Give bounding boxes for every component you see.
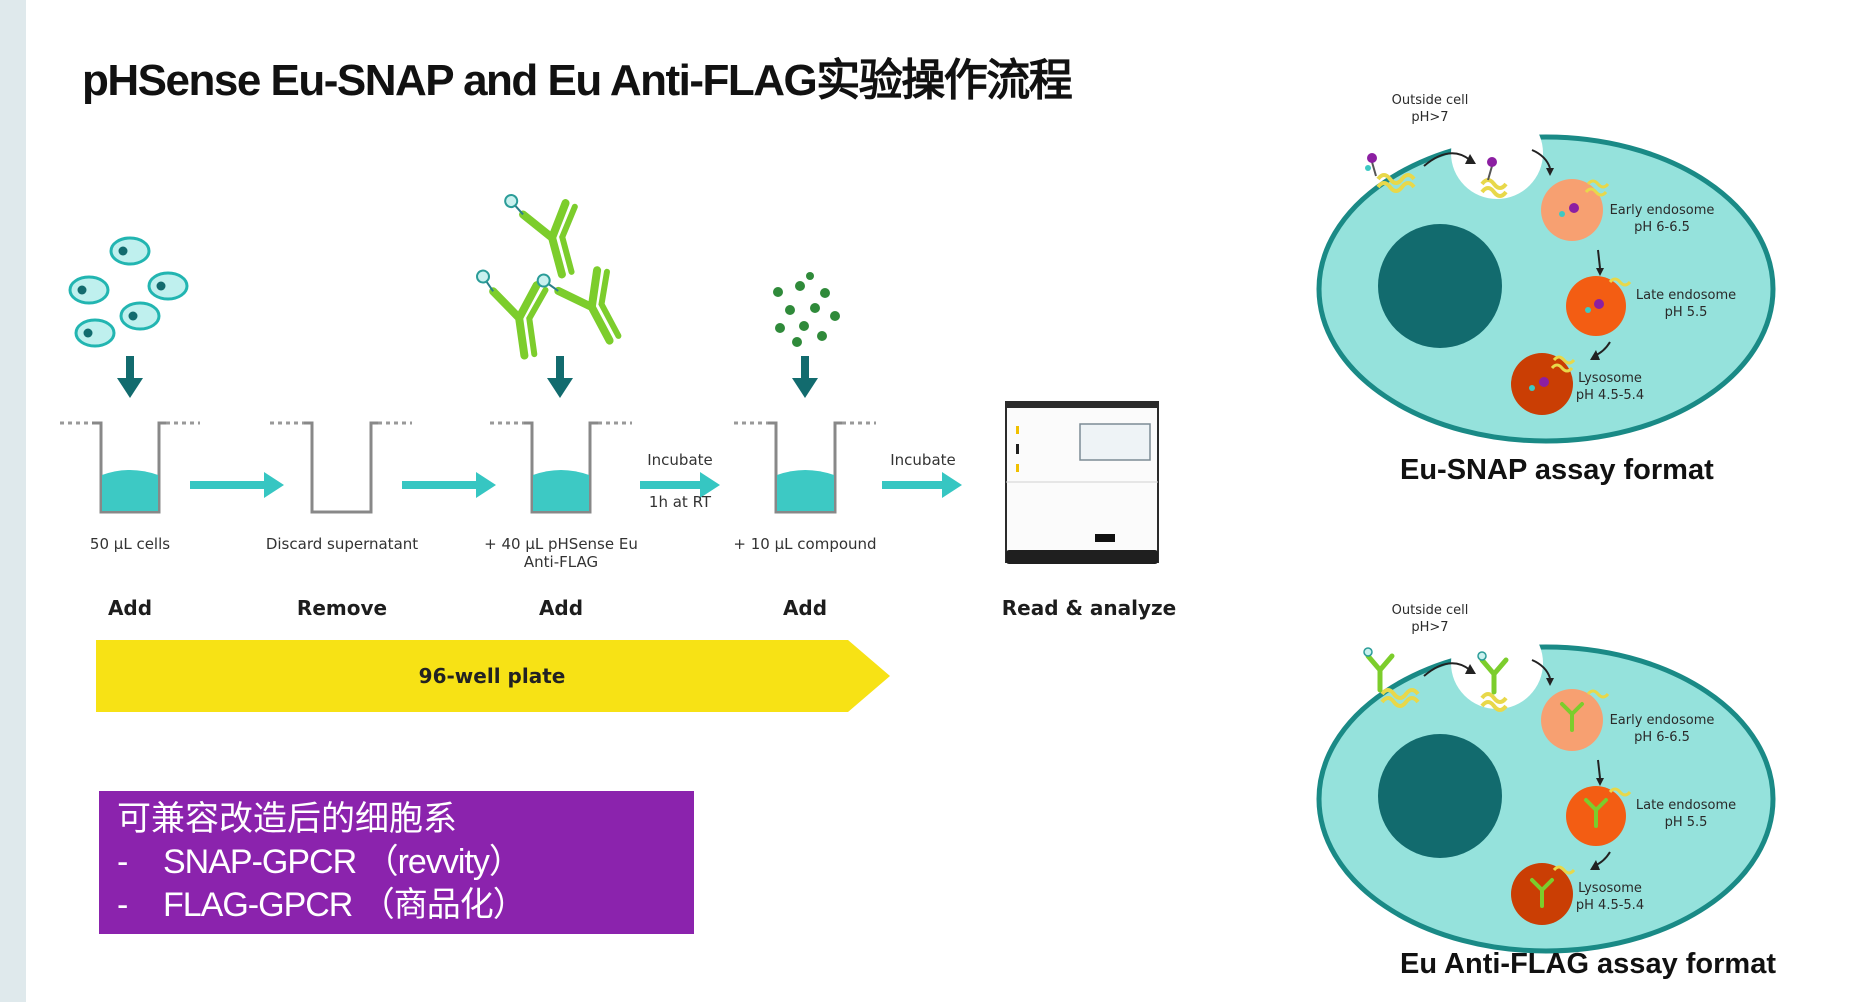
incubate-label-2: Incubate — [890, 451, 956, 469]
bullet-dash: - — [117, 843, 128, 881]
left-accent-stripe — [0, 0, 26, 1002]
lysosome-label: Lysosome — [1578, 881, 1642, 896]
outside-cell-label: Outside cell — [1392, 603, 1469, 618]
cell-opening — [1451, 617, 1543, 709]
antibody-receptor-icon — [1477, 651, 1509, 712]
outside-ph-label: pH>7 — [1411, 620, 1448, 635]
step-2-detail: Discard supernatant — [266, 535, 418, 553]
lysosome-label: Lysosome — [1578, 371, 1642, 386]
early-endosome-label: Early endosome — [1610, 713, 1715, 728]
late-endosome-label: Late endosome — [1636, 288, 1736, 303]
arrowhead-icon — [1465, 664, 1476, 674]
cell-line-item: -FLAG-GPCR （商品化） — [117, 884, 694, 927]
outside-cell-label: Outside cell — [1392, 93, 1469, 108]
slide-title: pHSense Eu-SNAP and Eu Anti-FLAG实验操作流程 — [82, 56, 1073, 105]
assay-workflow: Incubate 1h at RT Incubate 50 µL cells D… — [60, 140, 1176, 712]
bullet-dash: - — [117, 886, 128, 924]
step-3-detail-line2: Anti-FLAG — [524, 553, 598, 571]
down-arrow-icon — [117, 356, 143, 398]
early-endosome-label: Early endosome — [1610, 203, 1715, 218]
cell-opening — [1451, 107, 1543, 199]
arrow-line — [1597, 759, 1601, 779]
curved-arrow-icon — [1423, 662, 1471, 677]
eu-snap-cell-diagram: Outside cell pH>7 Early endosome pH 6-6.… — [1316, 93, 1776, 444]
process-arrow-icons — [190, 472, 962, 498]
step-1-detail: 50 µL cells — [90, 535, 170, 553]
late-endosome-ph: pH 5.5 — [1665, 305, 1708, 320]
nucleus — [1378, 224, 1502, 348]
eu-anti-flag-format-label: Eu Anti-FLAG assay format — [1400, 948, 1776, 980]
compatible-cell-lines-box: 可兼容改造后的细胞系 -SNAP-GPCR （revvity） -FLAG-GP… — [99, 791, 694, 934]
cell-body — [1316, 644, 1776, 954]
incubate-time-label: 1h at RT — [649, 493, 712, 511]
cell-line-item: -SNAP-GPCR （revvity） — [117, 841, 694, 884]
early-endosome-ph: pH 6-6.5 — [1634, 730, 1690, 745]
receptor-icon — [1365, 153, 1416, 193]
lysosome-ph: pH 4.5-5.4 — [1576, 388, 1644, 403]
cell-line-text: FLAG-GPCR （商品化） — [163, 886, 527, 924]
late-endosome-ph: pH 5.5 — [1665, 815, 1708, 830]
down-arrow-icon — [792, 356, 818, 398]
down-arrow-icon — [547, 356, 573, 398]
incubate-label-1: Incubate — [647, 451, 713, 469]
lysosome-ph: pH 4.5-5.4 — [1576, 898, 1644, 913]
receptor-icon — [1480, 157, 1508, 198]
step-3-detail-line1: + 40 µL pHSense Eu — [484, 535, 638, 553]
arrowhead-icon — [1596, 268, 1604, 276]
arrowhead-icon — [1596, 778, 1604, 786]
arrowhead-icon — [1465, 154, 1476, 164]
plate-reader-icon — [1005, 401, 1159, 564]
step-3-action: Add — [539, 596, 583, 620]
cell-body — [1316, 134, 1776, 444]
antibody-icons — [476, 180, 636, 361]
cells-group-icon — [68, 236, 189, 348]
outside-ph-label: pH>7 — [1411, 110, 1448, 125]
curved-arrow-icon — [1531, 659, 1551, 679]
step-5-action: Read & analyze — [1002, 596, 1176, 620]
step-2-action: Remove — [297, 596, 387, 620]
cell-line-text: SNAP-GPCR （revvity） — [163, 843, 523, 881]
early-endosome-ph: pH 6-6.5 — [1634, 220, 1690, 235]
step-4-action: Add — [783, 596, 827, 620]
arrowhead-icon — [1546, 168, 1554, 176]
curved-arrow-icon — [1531, 149, 1551, 169]
cell-lines-heading: 可兼容改造后的细胞系 — [117, 799, 457, 839]
arrow-line — [1597, 249, 1601, 269]
curved-arrow-icon — [1423, 152, 1471, 167]
antibody-receptor-icon — [1363, 647, 1420, 708]
well-3-icon — [490, 421, 632, 514]
eu-anti-flag-cell-diagram: Outside cell pH>7 Early endosome pH 6-6.… — [1316, 603, 1776, 954]
arrowhead-icon — [1546, 678, 1554, 686]
eu-snap-format-label: Eu-SNAP assay format — [1400, 454, 1714, 486]
compound-dots-icon — [773, 272, 840, 347]
nucleus — [1378, 734, 1502, 858]
well-2-icon — [270, 421, 412, 514]
plate-banner-arrow — [96, 640, 890, 712]
well-4-icon — [734, 421, 876, 514]
arrowhead-icon — [1590, 860, 1600, 870]
arrowhead-icon — [1590, 350, 1600, 360]
step-4-detail: + 10 µL compound — [733, 535, 876, 553]
late-endosome-label: Late endosome — [1636, 798, 1736, 813]
step-1-action: Add — [108, 596, 152, 620]
plate-banner-label: 96-well plate — [419, 664, 566, 688]
well-1-icon — [60, 421, 200, 514]
